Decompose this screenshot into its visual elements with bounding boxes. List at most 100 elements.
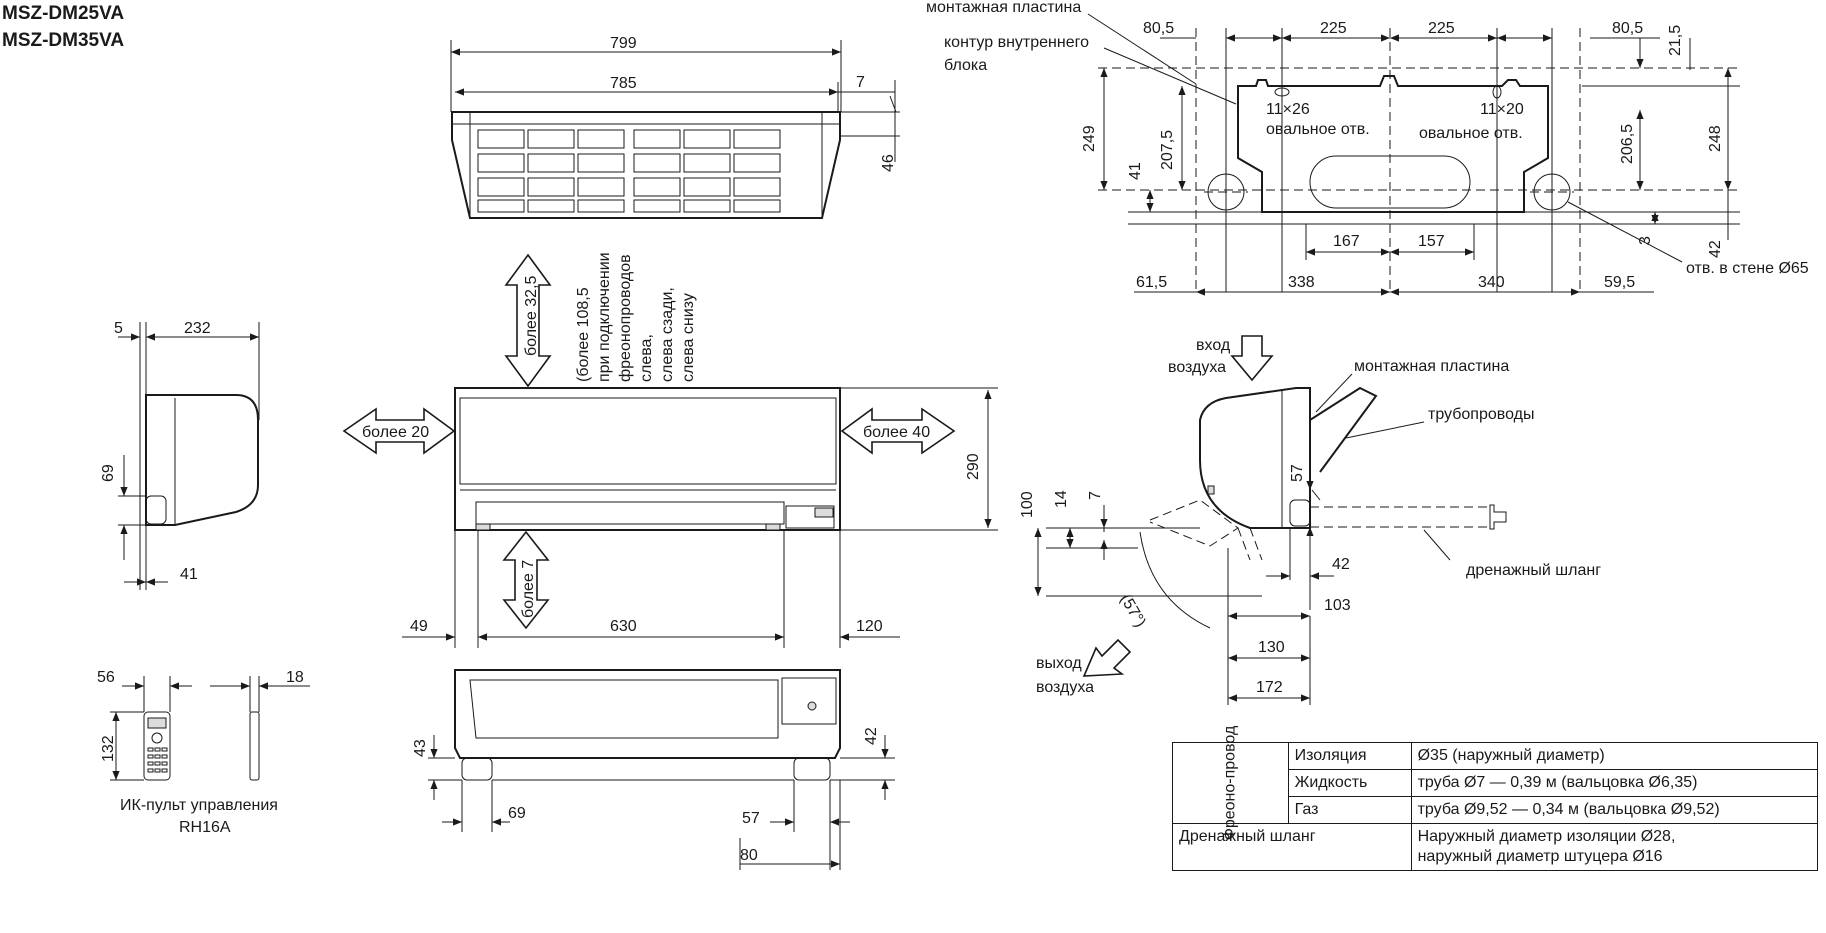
dim-103: 103	[1324, 597, 1351, 614]
dim-225-right: 225	[1428, 20, 1455, 37]
clearance-top-arrow	[504, 253, 552, 388]
dim-56: 56	[97, 669, 115, 686]
dim-57-pipe: 57	[1289, 464, 1306, 482]
row-name: Газ	[1287, 796, 1412, 824]
hole-left-name: овальное отв.	[1266, 121, 1370, 138]
dim-7: 7	[856, 74, 865, 91]
drain-name: Дренажный шланг	[1172, 823, 1412, 871]
dim-249: 249	[1081, 125, 1098, 152]
dim-80-5-left: 80,5	[1143, 20, 1174, 37]
air-in-label-2: воздуха	[1168, 359, 1226, 376]
dim-80-5-right: 80,5	[1612, 20, 1643, 37]
dim-59-5: 59,5	[1604, 274, 1635, 291]
spec-table: Фреоно-провод Изоляция Ø35 (наружный диа…	[1172, 726, 1819, 871]
dim-172: 172	[1256, 679, 1283, 696]
dim-5: 5	[114, 320, 123, 337]
row-name: Изоляция	[1287, 742, 1412, 770]
clearance-bottom-arrow	[502, 530, 550, 630]
drain-value-line-1: Наружный диаметр изоляции Ø28,	[1417, 828, 1676, 845]
dim-69: 69	[100, 464, 117, 482]
angle-57: (57°)	[1117, 592, 1149, 631]
remote-label-1: ИК-пульт управления	[120, 797, 278, 814]
dim-225-left: 225	[1320, 20, 1347, 37]
svg-text:слева,: слева,	[638, 334, 655, 382]
drain-value: Наружный диаметр изоляции Ø28, наружный …	[1410, 823, 1819, 871]
clearance-left-arrow	[342, 407, 456, 455]
dim-130: 130	[1258, 639, 1285, 656]
top-view: 799 785 7 46	[450, 35, 900, 219]
row-value: Ø35 (наружный диаметр)	[1410, 742, 1819, 770]
hole-right-name: овальное отв.	[1419, 125, 1523, 142]
svg-text:слева снизу: слева снизу	[680, 293, 697, 382]
dim-340: 340	[1478, 274, 1505, 291]
dim-338: 338	[1288, 274, 1315, 291]
svg-text:при подключении: при подключении	[596, 252, 613, 382]
clearance-right-arrow	[840, 407, 956, 455]
table-row: Газ труба Ø9,52 — 0,34 м (вальцовка Ø9,5…	[1173, 796, 1819, 824]
row-value: труба Ø7 — 0,39 м (вальцовка Ø6,35)	[1410, 769, 1819, 797]
mounting-plate-view: монтажная пластина контур внутреннего бл…	[926, 0, 1809, 296]
dim-49: 49	[410, 618, 428, 635]
dim-785: 785	[610, 75, 637, 92]
dim-206-5: 206,5	[1619, 124, 1636, 164]
svg-text:фреонопроводов: фреонопроводов	[617, 254, 634, 382]
remote-control: 56 132 18 ИК-пульт управления RH16A	[97, 669, 310, 836]
clearance-right-label: более 40	[863, 424, 930, 441]
model-name-1: MSZ-DM25VA	[2, 3, 124, 24]
table-row: Фреоно-провод Изоляция Ø35 (наружный диа…	[1172, 726, 1819, 840]
contour-label-1: контур внутреннего	[944, 34, 1089, 51]
wall-hole-label: отв. в стене Ø65	[1686, 260, 1809, 277]
dim-18: 18	[286, 669, 304, 686]
dim-43: 43	[412, 739, 429, 757]
dim-232: 232	[184, 320, 211, 337]
hole-right-size: 11×20	[1480, 101, 1524, 118]
contour-label-2: блока	[944, 57, 987, 74]
dim-41-plate: 41	[1127, 162, 1144, 180]
drain-value-line-2: наружный диаметр штуцера Ø16	[1417, 848, 1663, 865]
bottom-view: 43 69 42 57 80	[412, 669, 895, 870]
dim-132: 132	[100, 735, 117, 762]
dim-100: 100	[1019, 491, 1036, 518]
hole-left-size: 11×26	[1266, 101, 1310, 118]
refrigerant-group-cell: Фреоно-провод	[1172, 726, 1289, 840]
refrigerant-group-label: Фреоно-провод	[1221, 725, 1239, 841]
svg-text:(более 108,5: (более 108,5	[575, 287, 592, 382]
dim-290: 290	[965, 453, 982, 480]
dim-248: 248	[1707, 125, 1724, 152]
air-out-label-1: выход	[1036, 655, 1082, 672]
svg-text:слева сзади,: слева сзади,	[659, 287, 676, 382]
top-grille	[477, 129, 781, 213]
remote-label-2: RH16A	[179, 819, 231, 836]
dim-41: 41	[180, 566, 198, 583]
row-name: Жидкость	[1287, 769, 1412, 797]
clearance-left-label: более 20	[362, 424, 429, 441]
air-out-arrow	[1082, 638, 1132, 677]
clearance-bottom-label: более 7	[520, 560, 537, 618]
table-row: Жидкость труба Ø7 — 0,39 м (вальцовка Ø6…	[1173, 769, 1819, 797]
dim-42-bottom: 42	[863, 727, 880, 745]
clearance-top-label: более 32,5	[523, 275, 540, 356]
clearance-top-note: (более 108,5 при подключении фреонопрово…	[575, 252, 697, 382]
drain-label: дренажный шланг	[1466, 562, 1601, 579]
front-view: 290 49 630 120 более 32,5 (более 108,5 п…	[342, 252, 998, 648]
dim-7-pipe: 7	[1087, 491, 1104, 500]
plate-label: монтажная пластина	[926, 0, 1081, 16]
air-in-arrow	[1230, 335, 1274, 382]
air-out-label-2: воздуха	[1036, 679, 1094, 696]
dim-167: 167	[1333, 233, 1360, 250]
pipe-side-view: вход воздуха монтажная пластина трубопро…	[1019, 335, 1601, 705]
side-plate-label: монтажная пластина	[1354, 358, 1509, 375]
dim-630: 630	[610, 618, 637, 635]
dim-61-5: 61,5	[1136, 274, 1167, 291]
dim-69-bottom: 69	[508, 805, 526, 822]
table-row: Дренажный шланг Наружный диаметр изоляци…	[1172, 823, 1819, 871]
row-value: труба Ø9,52 — 0,34 м (вальцовка Ø9,52)	[1410, 796, 1819, 824]
dim-799: 799	[610, 35, 637, 52]
dim-14: 14	[1053, 490, 1070, 508]
dim-80: 80	[740, 847, 758, 864]
dim-42-pipe: 42	[1332, 556, 1350, 573]
dim-46: 46	[880, 154, 897, 172]
dim-3: 3	[1637, 236, 1654, 245]
pipes-label: трубопроводы	[1428, 406, 1534, 423]
